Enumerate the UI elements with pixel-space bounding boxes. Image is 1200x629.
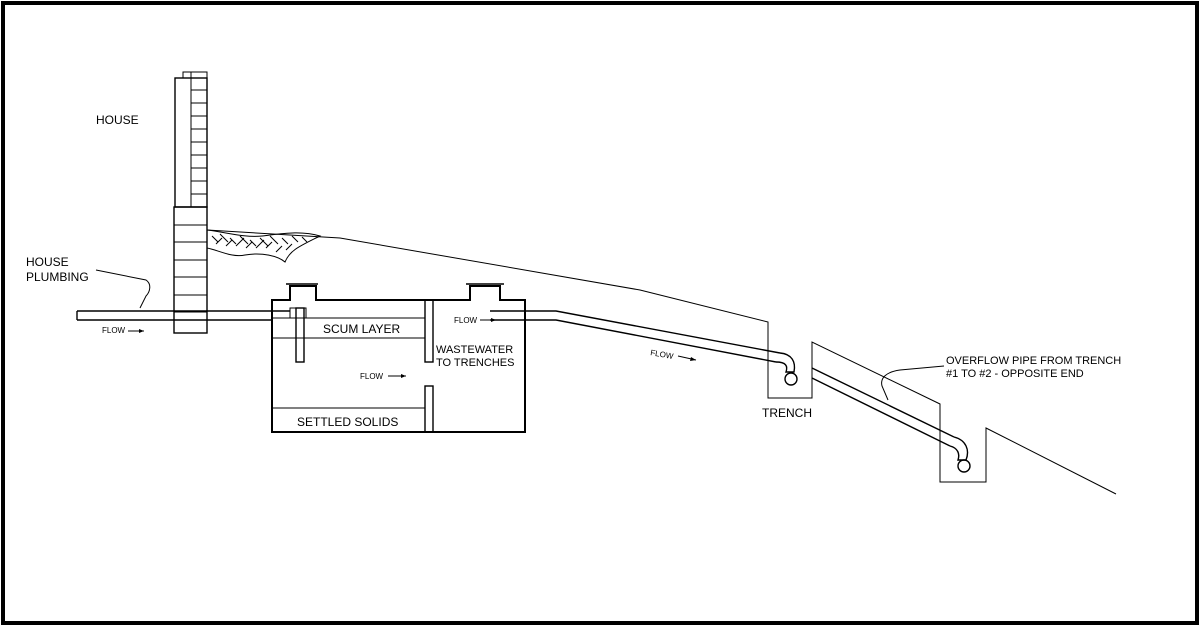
arrow-right-icon xyxy=(480,318,496,322)
pipe-outlet-icon-1 xyxy=(784,372,798,386)
elbow-icon-1 xyxy=(775,352,796,373)
scum-layer-label: SCUM LAYER xyxy=(323,322,400,336)
ground-surface-line xyxy=(206,229,1117,495)
wastewater-label-line2: TO TRENCHES xyxy=(436,357,514,369)
flow-label-tank-middle: FLOW xyxy=(360,372,384,381)
house-label: HOUSE xyxy=(96,113,139,127)
wastewater-label-line1: WASTEWATER xyxy=(436,344,513,356)
soil-hatch xyxy=(206,229,322,263)
drain-pipe-to-trench xyxy=(525,310,798,386)
house-plumbing-leader xyxy=(95,269,151,309)
settled-solids-label: SETTLED SOLIDS xyxy=(297,415,398,429)
overflow-label-line2: #1 TO #2 - OPPOSITE END xyxy=(946,368,1084,380)
overflow-label-line1: OVERFLOW PIPE FROM TRENCH xyxy=(946,355,1121,367)
house-plumbing-pipe xyxy=(76,310,290,321)
flow-label-house-pipe: FLOW xyxy=(102,326,126,335)
flow-label-drain-pipe: FLOW xyxy=(650,348,675,361)
arrow-right-icon xyxy=(388,374,406,378)
trench-label: TRENCH xyxy=(762,406,812,420)
septic-tank xyxy=(271,283,526,433)
pipe-outlet-icon-2 xyxy=(957,459,971,473)
elbow-icon-2 xyxy=(949,436,969,461)
flow-label-tank-outlet: FLOW xyxy=(454,316,478,325)
overflow-pipe xyxy=(811,367,971,473)
house-wall xyxy=(173,71,208,334)
house-plumbing-label-line1: HOUSE xyxy=(26,255,69,269)
overflow-leader xyxy=(881,365,945,401)
arrow-right-icon xyxy=(677,355,697,361)
house-plumbing-label-line2: PLUMBING xyxy=(26,270,89,284)
arrow-right-icon xyxy=(128,329,144,333)
